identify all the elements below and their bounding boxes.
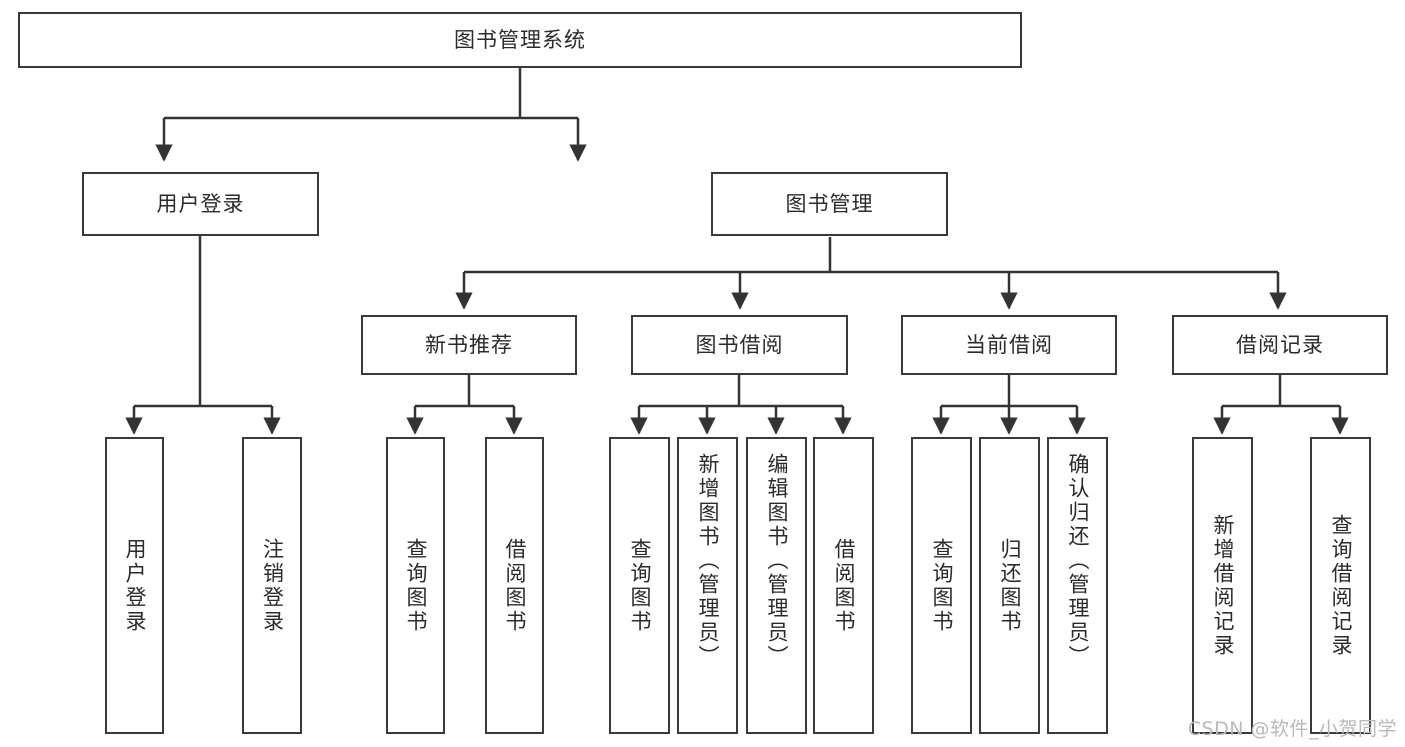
- leaf-label: 查询图书: [930, 537, 954, 634]
- leaf-label: 借阅图书: [503, 537, 527, 634]
- leaf-query-book-borrow[interactable]: 查询图书: [609, 437, 670, 734]
- leaf-add-borrow-record[interactable]: 新增借阅记录: [1192, 437, 1253, 734]
- node-current-borrow[interactable]: 当前借阅: [901, 315, 1117, 375]
- node-label: 图书管理系统: [454, 27, 586, 52]
- leaf-label: 新增图书（管理员）: [696, 453, 720, 669]
- leaf-confirm-return-admin[interactable]: 确认归还（管理员）: [1047, 437, 1108, 734]
- node-root-book-management-system[interactable]: 图书管理系统: [18, 12, 1022, 68]
- node-label: 图书管理: [785, 191, 874, 216]
- leaf-query-borrow-record[interactable]: 查询借阅记录: [1310, 437, 1371, 734]
- leaf-borrow-book-recommend[interactable]: 借阅图书: [485, 437, 544, 734]
- leaf-label: 借阅图书: [832, 537, 856, 634]
- node-label: 用户登录: [156, 191, 245, 216]
- node-book-management[interactable]: 图书管理: [711, 172, 948, 236]
- leaf-label: 新增借阅记录: [1211, 513, 1235, 658]
- leaf-label: 注销登录: [260, 537, 285, 634]
- leaf-add-book-admin[interactable]: 新增图书（管理员）: [677, 437, 738, 734]
- node-borrow-record[interactable]: 借阅记录: [1172, 315, 1388, 375]
- leaf-label: 查询借阅记录: [1329, 513, 1353, 658]
- leaf-label: 查询图书: [628, 537, 652, 634]
- leaf-label: 编辑图书（管理员）: [765, 453, 789, 669]
- leaf-borrow-book[interactable]: 借阅图书: [813, 437, 874, 734]
- leaf-return-book[interactable]: 归还图书: [979, 437, 1040, 734]
- node-book-borrow[interactable]: 图书借阅: [631, 315, 848, 375]
- node-label: 新书推荐: [425, 332, 513, 357]
- leaf-label: 确认归还（管理员）: [1066, 453, 1090, 669]
- node-label: 当前借阅: [965, 332, 1053, 357]
- leaf-label: 查询图书: [404, 537, 428, 634]
- leaf-query-book-current[interactable]: 查询图书: [911, 437, 972, 734]
- leaf-query-book-recommend[interactable]: 查询图书: [386, 437, 445, 734]
- csdn-watermark: CSDN @软件_小贺同学: [1187, 718, 1397, 740]
- leaf-logout-login[interactable]: 注销登录: [242, 437, 302, 734]
- leaf-label: 归还图书: [998, 537, 1022, 634]
- node-user-login[interactable]: 用户登录: [82, 172, 319, 236]
- leaf-edit-book-admin[interactable]: 编辑图书（管理员）: [746, 437, 807, 734]
- leaf-user-login[interactable]: 用户登录: [105, 437, 164, 734]
- node-new-book-recommend[interactable]: 新书推荐: [361, 315, 577, 375]
- leaf-label: 用户登录: [123, 537, 147, 634]
- node-label: 图书借阅: [695, 332, 784, 357]
- node-label: 借阅记录: [1236, 332, 1324, 357]
